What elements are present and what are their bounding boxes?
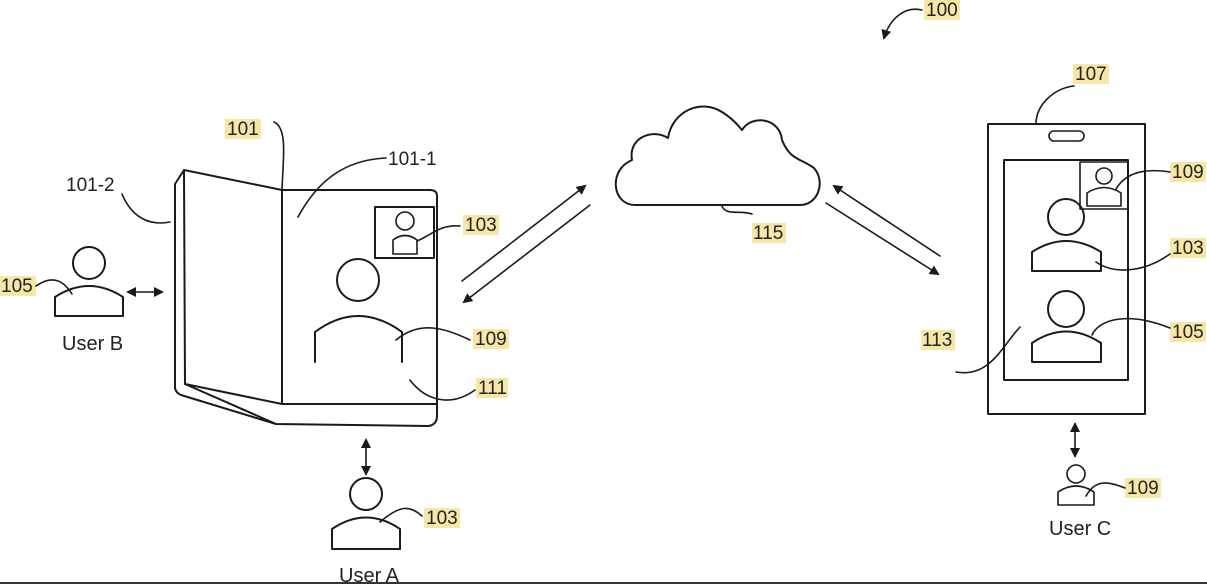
svg-text:111: 111: [478, 378, 507, 399]
arrow-to-cloud: [461, 184, 587, 282]
folding-device: [121, 121, 476, 427]
main-person: [314, 258, 403, 363]
arrow-cloud-to-phone: [832, 184, 941, 257]
user-a-icon: [331, 477, 401, 550]
svg-text:103: 103: [1172, 238, 1204, 259]
svg-text:107: 107: [1075, 64, 1107, 85]
label-109-userc: 109: [1125, 478, 1161, 499]
phone-device: [987, 123, 1146, 415]
svg-text:103: 103: [465, 215, 497, 236]
label-105-phone: 105: [1170, 322, 1206, 343]
label-103-usera: 103: [424, 508, 460, 529]
user-b-label: User B: [62, 333, 123, 355]
arrow-from-cloud: [462, 204, 591, 304]
label-115: 115: [752, 223, 786, 244]
label-109-phone: 109: [1170, 162, 1206, 183]
label-111: 111: [476, 378, 508, 399]
user-c-label: User C: [1049, 518, 1111, 540]
svg-text:115: 115: [753, 223, 783, 244]
svg-text:113: 113: [922, 330, 952, 351]
label-105-userb: 105: [0, 276, 36, 297]
svg-text:109: 109: [475, 329, 507, 350]
svg-text:101: 101: [227, 119, 259, 140]
svg-text:105: 105: [1172, 322, 1204, 343]
label-103-phone: 103: [1170, 238, 1206, 259]
label-113: 113: [921, 330, 955, 351]
label-101-1: 101-1: [388, 149, 437, 170]
svg-text:105: 105: [1, 276, 33, 297]
label-107: 107: [1073, 64, 1109, 85]
label-103-pip: 103: [463, 215, 499, 236]
svg-text:100: 100: [926, 0, 958, 21]
arrow-phone-to-cloud: [825, 202, 940, 276]
network-cloud: [614, 105, 821, 206]
pip-window: [374, 206, 435, 259]
svg-text:109: 109: [1127, 478, 1159, 499]
label-101-2: 101-2: [66, 175, 115, 196]
user-a-label: User A: [339, 565, 400, 585]
label-101: 101: [225, 119, 261, 140]
label-109-main: 109: [473, 329, 509, 350]
leader-107: [1035, 85, 1075, 125]
svg-text:109: 109: [1172, 162, 1204, 183]
figure-ref-100: 100: [881, 0, 960, 40]
user-c-icon: [1057, 464, 1095, 506]
user-b-icon: [54, 246, 124, 317]
svg-text:103: 103: [426, 508, 458, 529]
